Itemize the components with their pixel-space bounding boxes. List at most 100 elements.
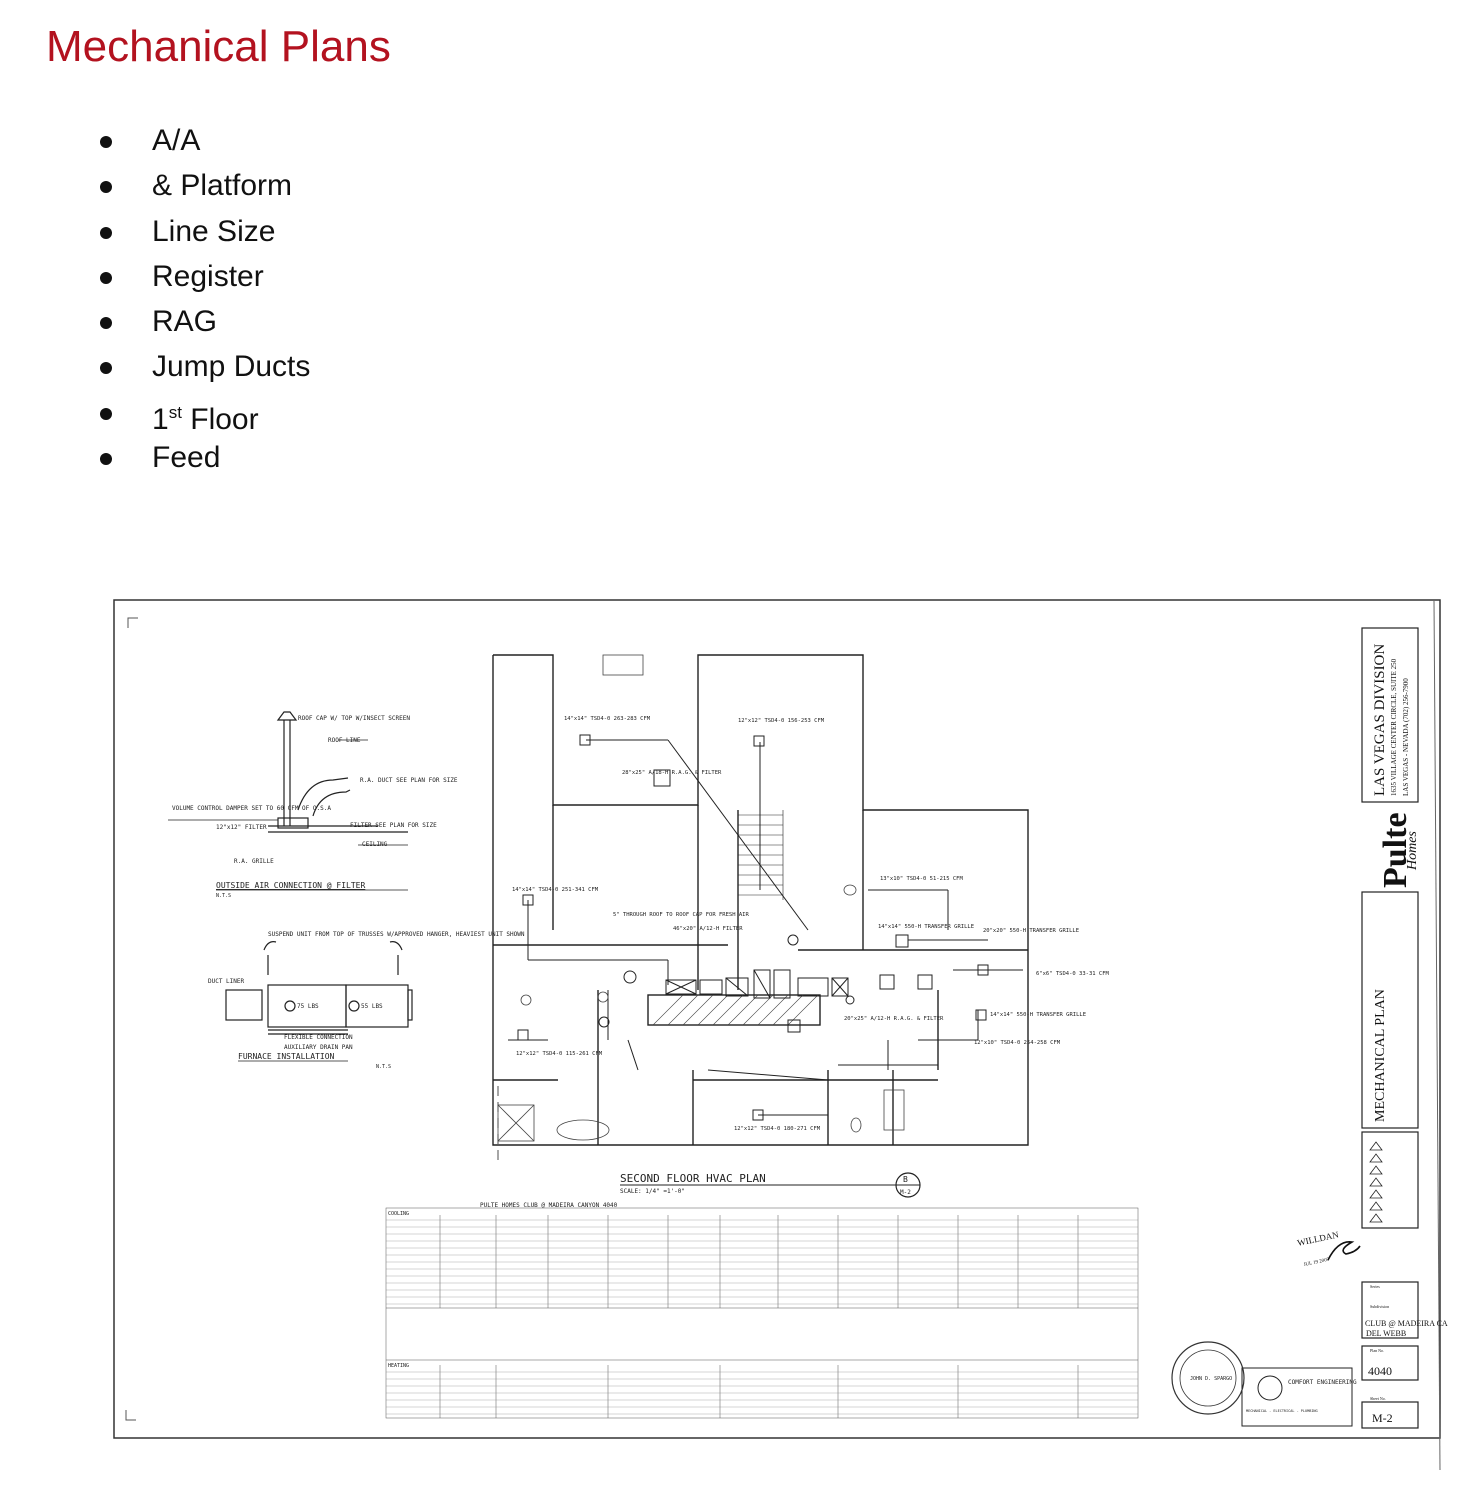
series-value: DEL WEBB xyxy=(1366,1329,1406,1338)
note-roof-cap: ROOF CAP W/ TOP W/INSECT SCREEN xyxy=(298,715,410,722)
bullet-text-tail: Floor xyxy=(181,402,259,436)
plan-label: 20"x20" 550-H TRANSFER GRILLE xyxy=(983,928,1079,934)
plan-label: 14"x14" 550-H TRANSFER GRILLE xyxy=(990,1012,1086,1018)
plan-label: 5" THROUGH ROOF TO ROOF CAP FOR FRESH AI… xyxy=(613,912,749,918)
series-label: Series xyxy=(1370,1284,1380,1289)
title-address1: 1635 VILLAGE CENTER CIRCLE, SUITE 250 xyxy=(1390,658,1398,796)
note-ra-grille: R.A. GRILLE xyxy=(234,858,274,865)
title-block xyxy=(1361,627,1419,1429)
load-table xyxy=(385,1207,1139,1419)
sheet-title: MECHANICAL PLAN xyxy=(1373,989,1388,1122)
bullet-item: & Platform xyxy=(96,163,310,208)
furnace-detail xyxy=(225,941,413,1035)
detail-marker-letter: B xyxy=(903,1175,908,1184)
bullet-item: RAG xyxy=(96,299,310,344)
engineer-block xyxy=(1241,1367,1353,1427)
bullet-item: 1st Floor xyxy=(96,390,310,436)
air-handlers xyxy=(665,969,849,999)
floor-plan-walls xyxy=(492,654,1029,1160)
engineer-sub: MECHANICAL - ELECTRICAL - PLUMBING xyxy=(1246,1409,1318,1413)
bullet-dot xyxy=(100,181,112,194)
plan-title: SECOND FLOOR HVAC PLAN xyxy=(620,1172,766,1185)
plan-label: 12"x12" TSD4-0 115-261 CFM xyxy=(516,1051,603,1057)
plan-label: 28"x25" A/18-H R.A.G. & FILTER xyxy=(622,770,722,776)
note-volume-damper: VOLUME CONTROL DAMPER SET TO 60 CFM OF O… xyxy=(172,805,331,812)
outside-air-title: OUTSIDE AIR CONNECTION @ FILTER xyxy=(216,881,365,890)
plan-label: 14"x14" TSD4-0 263-283 CFM xyxy=(564,716,651,722)
approval-signature xyxy=(1327,1241,1361,1261)
engineer-logo xyxy=(1257,1375,1283,1401)
load-table-heating: HEATING xyxy=(388,1363,409,1369)
note-drain: AUXILIARY DRAIN PAN xyxy=(284,1044,353,1051)
plan-no-value: 4040 xyxy=(1368,1364,1392,1378)
bullet-item: Feed xyxy=(96,435,310,480)
plan-labels: 14"x14" TSD4-0 263-283 CFM 12"x12" TSD4-… xyxy=(512,716,1110,1132)
plan-label: 12"x12" TSD4-0 180-271 CFM xyxy=(734,1126,821,1132)
note-ra-duct: R.A. DUCT SEE PLAN FOR SIZE xyxy=(360,777,458,784)
engineer-stamp xyxy=(1171,1341,1245,1415)
bullet-dot xyxy=(100,226,112,239)
bullet-item: Register xyxy=(96,254,310,299)
note-weight1: 75 LBS xyxy=(297,1003,319,1010)
load-table-title: PULTE HOMES CLUB @ MADEIRA CANYON 4040 xyxy=(480,1202,618,1209)
bullet-text: Line Size xyxy=(152,214,276,248)
bullet-dot xyxy=(100,407,112,420)
brand-logo-sub: Homes xyxy=(1405,831,1420,871)
furnace-nts: N.T.S xyxy=(376,1064,391,1070)
subdivision-label: Subdivision xyxy=(1370,1304,1389,1309)
detail-marker: B M-2 xyxy=(895,1172,921,1198)
engineer-stamp-inner xyxy=(1179,1349,1237,1407)
furnace-title: FURNACE INSTALLATION xyxy=(238,1052,335,1061)
mechanical-plan-drawing: ROOF CAP W/ TOP W/INSECT SCREEN ROOF LIN… xyxy=(108,570,1448,1480)
bullet-dot xyxy=(100,453,112,466)
bullet-list: A/A & Platform Line Size Register RAG Ju… xyxy=(96,118,310,480)
note-roof-line: ROOF LINE xyxy=(328,737,361,744)
load-table-cooling: COOLING xyxy=(388,1211,409,1217)
subdivision-value: CLUB @ MADEIRA CANYON xyxy=(1365,1319,1448,1328)
bullet-dot xyxy=(100,136,112,148)
registers xyxy=(517,734,989,1121)
bullet-dot xyxy=(100,271,112,284)
plan-scale: SCALE: 1/4" =1'-0" xyxy=(620,1188,685,1195)
sheet-edge xyxy=(1433,599,1441,1471)
note-filter-see: FILTER SEE PLAN FOR SIZE xyxy=(350,822,437,829)
bullet-text: Register xyxy=(152,259,264,293)
sheet-no-label: Sheet No. xyxy=(1370,1396,1386,1401)
engineer-stamp-text: JOHN D. SPARGO xyxy=(1190,1376,1232,1382)
bullet-item: A/A xyxy=(96,118,310,163)
plan-label: 14"x14" 550-H TRANSFER GRILLE xyxy=(878,924,974,930)
detail-marker-sheet: M-2 xyxy=(900,1189,911,1196)
plan-label: 46"x20" A/12-H FILTER xyxy=(673,926,743,932)
outside-air-nts: N.T.S xyxy=(216,893,231,899)
note-ceiling: CEILING xyxy=(362,841,388,848)
approval-date: JUL 19 2005 xyxy=(1303,1258,1330,1268)
drawing-svg: ROOF CAP W/ TOP W/INSECT SCREEN ROOF LIN… xyxy=(113,599,1448,1471)
plan-label: 6"x6" TSD4-0 33-31 CFM xyxy=(1036,971,1110,977)
title-block-triangles xyxy=(1369,1141,1383,1223)
sheet-border xyxy=(113,599,1441,1439)
bullet-text: 1 xyxy=(152,402,169,436)
note-duct-liner: DUCT LINER xyxy=(208,978,245,985)
bullet-dot xyxy=(100,317,112,330)
bullet-text: RAG xyxy=(152,305,218,339)
plan-label: 14"x14" TSD4-0 251-341 CFM xyxy=(512,887,599,893)
plan-no-label: Plan No. xyxy=(1370,1348,1384,1353)
note-flex: FLEXIBLE CONNECTION xyxy=(284,1034,353,1041)
supply-ducts xyxy=(508,739,1023,1120)
brand-logo: Pulte xyxy=(1377,812,1414,888)
sheet-no-value: M-2 xyxy=(1372,1411,1393,1425)
page-title: Mechanical Plans xyxy=(46,22,391,71)
title-address2: LAS VEGAS - NEVADA (702) 256-7900 xyxy=(1402,678,1410,796)
outside-air-detail xyxy=(168,711,408,846)
bullet-item: Line Size xyxy=(96,209,310,254)
load-table-rows xyxy=(386,1219,1138,1415)
bullet-text: A/A xyxy=(152,124,201,157)
bullet-dot xyxy=(100,362,112,375)
plan-label: 20"x25" A/12-H R.A.G. & FILTER xyxy=(844,1016,944,1022)
fixtures xyxy=(497,654,905,1142)
plan-label: 12"x10" TSD4-0 254-258 CFM xyxy=(974,1040,1061,1046)
bullet-text: Jump Ducts xyxy=(152,350,311,384)
furnace-labels: SUSPEND UNIT FROM TOP OF TRUSSES W/APPRO… xyxy=(208,931,525,1051)
outside-air-labels: ROOF CAP W/ TOP W/INSECT SCREEN ROOF LIN… xyxy=(172,715,458,865)
note-filter-size: 12"x12" FILTER xyxy=(216,824,267,831)
